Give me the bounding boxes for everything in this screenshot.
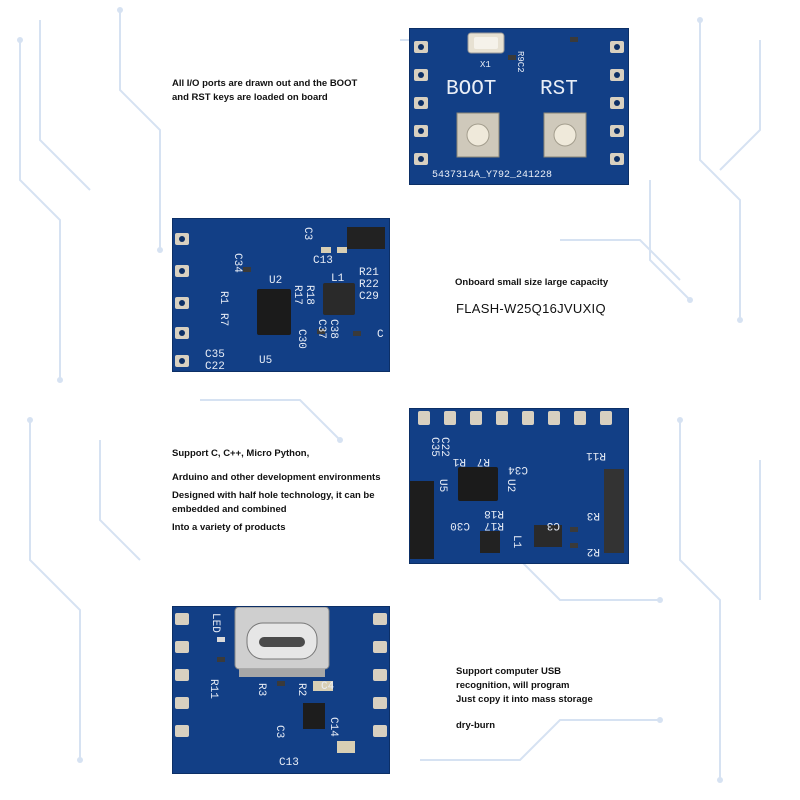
silk-u2: U2 (269, 275, 282, 287)
silk-r2: R2 (295, 683, 307, 696)
silk-c3: C3 (301, 227, 313, 240)
silk-boot: BOOT (446, 78, 496, 101)
flash-part-number: FLASH-W25Q16JVUXIQ (456, 301, 606, 316)
silk-r7: R7 (477, 455, 490, 467)
silk-r3: R3 (255, 683, 267, 696)
silk-r18: R18 (303, 285, 315, 305)
silk-c14: C14 (327, 717, 339, 737)
silk-r22: R22 (359, 279, 379, 291)
board-photo-boot-rst: BOOT RST X1 R9C2 5437314A_Y792_241228 (409, 28, 629, 185)
board-photo-devenv: C35 C22 R1 R7 C34 U2 U5 C30 R18 R17 L1 C… (409, 408, 629, 564)
silk-c3: C3 (273, 725, 285, 738)
silk-c34: C34 (231, 253, 243, 273)
silk-c30: C30 (295, 329, 307, 349)
silk-c34: C34 (508, 463, 528, 475)
silk-l1: L1 (510, 535, 522, 549)
silk-r21: R21 (359, 267, 379, 279)
silk-c13: C13 (279, 757, 299, 769)
silk-c13: C13 (313, 255, 333, 267)
silk-l1: L1 (331, 273, 345, 285)
caption-usb: Support computer USB recognition, will p… (456, 666, 593, 731)
silk-r17: R17 (291, 285, 303, 305)
silk-u5: U5 (259, 355, 272, 367)
silk-c38: C38 (327, 319, 339, 339)
silk-r3: R3 (587, 509, 600, 521)
silk-c22: C22 (438, 437, 450, 457)
silk-r9c2: R9C2 (515, 51, 525, 73)
caption-boot-rst: All I/O ports are drawn out and the BOOT… (172, 78, 358, 103)
silk-r7: R7 (217, 313, 229, 326)
silk-u2: U2 (504, 479, 516, 492)
silk-r17: R17 (484, 519, 504, 531)
silk-r11: R11 (207, 679, 219, 699)
caption-dev-env: Support C, C++, Micro Python, Arduino an… (172, 448, 381, 533)
silk-u5: U5 (436, 479, 448, 492)
silk-r11: R11 (586, 449, 606, 461)
silk-c22: C22 (205, 361, 225, 371)
silk-r1: R1 (217, 291, 229, 305)
board-photo-flash: C3 C13 C34 U2 L1 R21 R22 C29 R1 R17 R18 … (172, 218, 390, 372)
silk-c30: C30 (450, 519, 470, 531)
board-photo-usb: LED R11 R3 R2 C4 C3 C14 C13 (172, 606, 390, 774)
silk-c29: C29 (359, 291, 379, 303)
silk-c4: C4 (321, 681, 335, 693)
silk-r1: R1 (452, 455, 466, 467)
silk-serial: 5437314A_Y792_241228 (432, 170, 552, 181)
silk-r2: R2 (587, 545, 600, 557)
silk-led: LED (209, 613, 221, 633)
silk-c37: C37 (315, 319, 327, 339)
silk-x1: X1 (480, 60, 491, 70)
silk-c3: C3 (547, 519, 560, 531)
silk-c35: C35 (428, 437, 440, 457)
silk-r18: R18 (484, 507, 504, 519)
silk-c35: C35 (205, 349, 225, 361)
silk-rst: RST (540, 78, 578, 101)
caption-flash: Onboard small size large capacity (455, 277, 609, 288)
silk-c: C (377, 329, 384, 341)
